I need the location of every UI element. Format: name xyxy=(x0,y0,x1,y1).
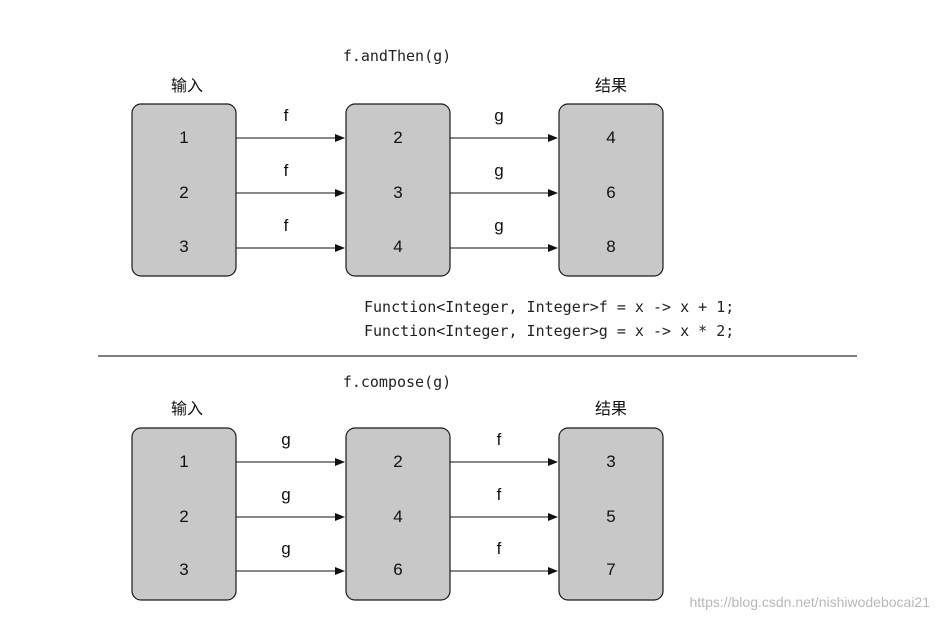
result-box xyxy=(558,427,664,601)
middle-value: 6 xyxy=(393,560,402,579)
function-label: f xyxy=(284,216,289,235)
middle-value: 4 xyxy=(393,507,402,526)
input-label: 输入 xyxy=(171,399,203,418)
function-label: g xyxy=(494,216,503,235)
code-line-g: Function<Integer, Integer>g = x -> x * 2… xyxy=(364,322,734,340)
input-value: 2 xyxy=(179,507,188,526)
function-label: g xyxy=(281,430,290,449)
result-value: 3 xyxy=(606,452,615,471)
function-label: g xyxy=(494,161,503,180)
function-label: g xyxy=(281,485,290,504)
function-label: g xyxy=(281,539,290,558)
andthen-section: f.andThen(g) 输入 结果 1 2 3 2 3 4 4 6 8 f f… xyxy=(131,47,664,277)
result-value: 8 xyxy=(606,237,615,256)
middle-value: 3 xyxy=(393,183,402,202)
watermark: https://blog.csdn.net/nishiwodebocai21 xyxy=(690,594,931,610)
input-value: 2 xyxy=(179,183,188,202)
middle-value: 2 xyxy=(393,128,402,147)
input-box xyxy=(131,427,237,601)
function-label: f xyxy=(284,161,289,180)
middle-value: 4 xyxy=(393,237,402,256)
input-value: 3 xyxy=(179,237,188,256)
function-label: f xyxy=(497,485,502,504)
result-box xyxy=(558,103,664,277)
compose-title: f.compose(g) xyxy=(343,373,451,391)
result-value: 6 xyxy=(606,183,615,202)
result-value: 5 xyxy=(606,507,615,526)
input-value: 1 xyxy=(179,128,188,147)
function-label: f xyxy=(497,430,502,449)
input-box xyxy=(131,103,237,277)
result-label: 结果 xyxy=(595,76,627,95)
code-block: Function<Integer, Integer>f = x -> x + 1… xyxy=(364,298,734,340)
result-label: 结果 xyxy=(595,399,627,418)
compose-section: f.compose(g) 输入 结果 1 2 3 2 4 6 3 5 7 g g… xyxy=(131,373,664,601)
input-label: 输入 xyxy=(171,76,203,95)
middle-box xyxy=(345,103,451,277)
function-label: f xyxy=(497,539,502,558)
andthen-title: f.andThen(g) xyxy=(343,47,451,65)
result-value: 4 xyxy=(606,128,615,147)
middle-box xyxy=(345,427,451,601)
function-label: f xyxy=(284,106,289,125)
input-value: 3 xyxy=(179,560,188,579)
function-label: g xyxy=(494,106,503,125)
code-line-f: Function<Integer, Integer>f = x -> x + 1… xyxy=(364,298,734,316)
input-value: 1 xyxy=(179,452,188,471)
middle-value: 2 xyxy=(393,452,402,471)
result-value: 7 xyxy=(606,560,615,579)
